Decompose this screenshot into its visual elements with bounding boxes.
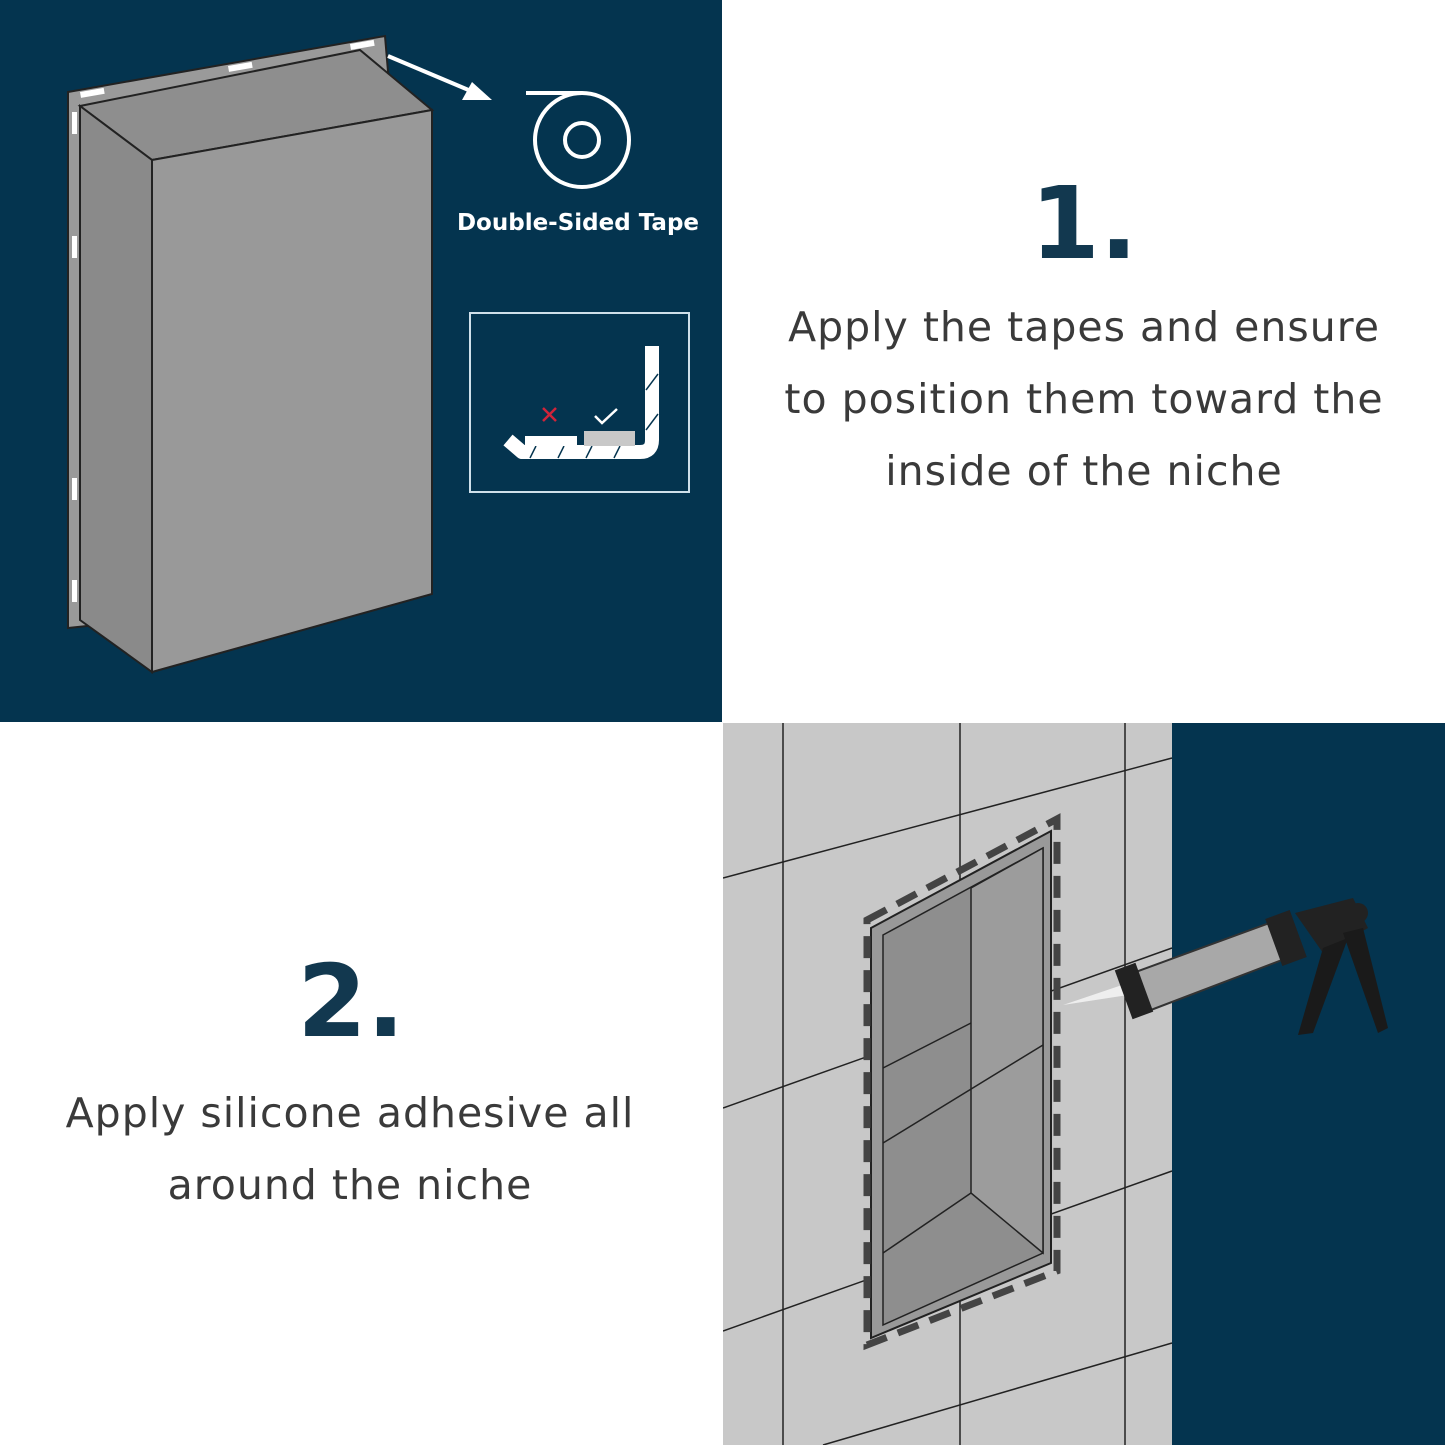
niche-with-tape-illustration [67,34,690,674]
step-description: Apply silicone adhesive all around the n… [0,1077,700,1221]
step-number: 2. [297,943,405,1060]
step1-text-panel: 1. Apply the tapes and ensure to positio… [723,0,1445,722]
step-description: Apply the tapes and ensure to position t… [723,291,1445,507]
tape-label: Double-Sided Tape [456,210,700,236]
step2-illustration-panel [723,723,1445,1445]
tape-strips [72,39,375,602]
step1-illustration-panel: Double-Sided Tape [0,0,722,722]
check-mark-icon [594,408,618,425]
arrow [387,54,479,96]
step2-text-panel: 2. Apply silicone adhesive all around th… [0,723,722,1445]
description-line: to position them toward the [784,375,1384,423]
tape-placement-inset [469,312,690,493]
description-line: Apply silicone adhesive all [65,1089,635,1137]
wrong-tape-position [525,436,577,446]
x-mark-icon [542,407,557,422]
description-line: inside of the niche [885,447,1283,495]
shelf [882,1044,1044,1144]
description-line: Apply the tapes and ensure [788,303,1380,351]
silicone-application-illustration [723,723,1388,1445]
description-line: around the niche [167,1161,533,1209]
caulking-gun-icon [1063,898,1388,1035]
step-number: 1. [1030,165,1138,282]
niche-box [151,108,433,674]
correct-tape-position [584,431,635,446]
tape-roll-icon [526,91,631,189]
silicone-bead-outline [863,813,1061,1351]
